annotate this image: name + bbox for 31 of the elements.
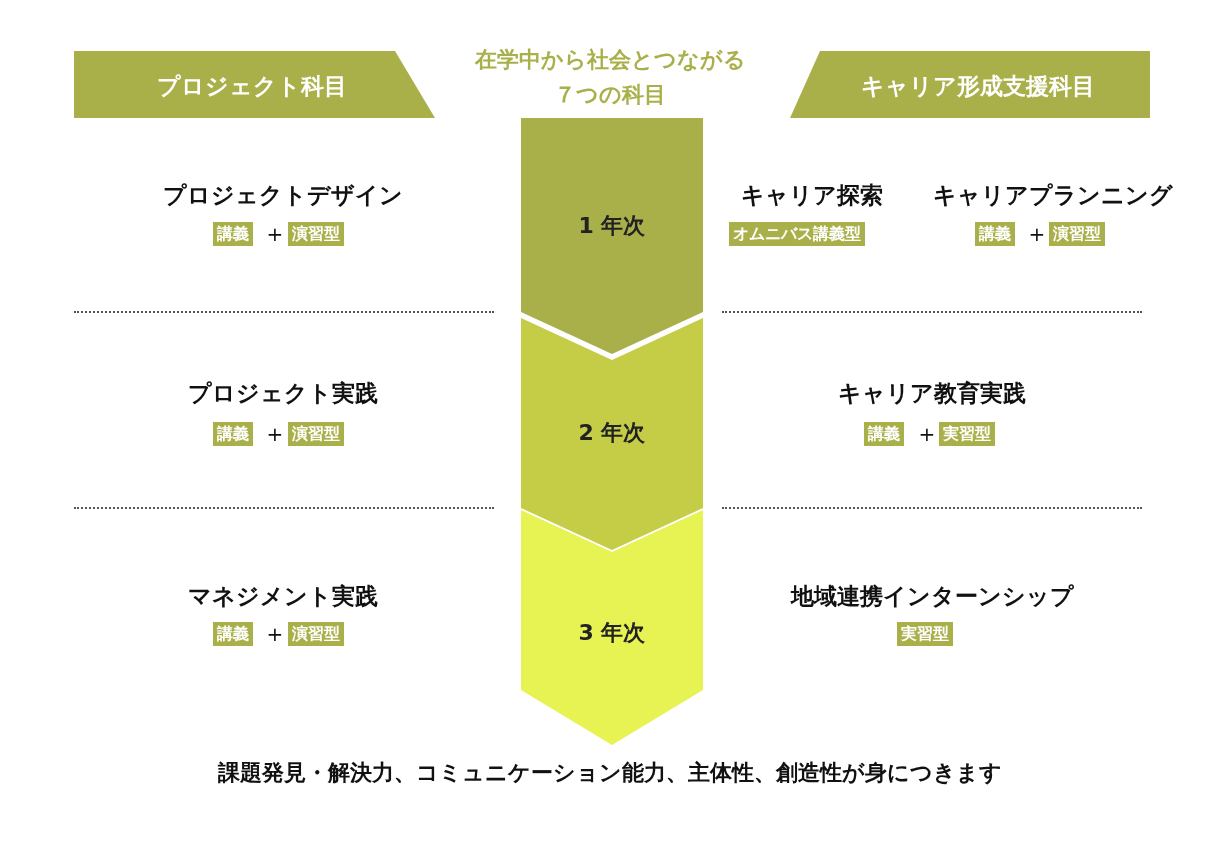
format-tag: 講義	[213, 622, 253, 646]
subject-name: キャリアプランニング	[933, 180, 1173, 210]
subject-name: マネジメント実践	[188, 581, 378, 611]
format-tag: 演習型	[288, 222, 344, 246]
plus-sign: +	[266, 222, 284, 246]
format-tag: 講義	[975, 222, 1015, 246]
year-label: 1 年次	[577, 212, 647, 240]
category-heading: キャリア形成支援科目	[860, 72, 1096, 101]
year-label: 3 年次	[577, 619, 647, 647]
format-tag: 実習型	[897, 622, 953, 646]
title: 在学中から社会とつながる７つの科目	[473, 46, 747, 109]
plus-sign: +	[266, 422, 284, 446]
subject-name: プロジェクトデザイン	[163, 180, 403, 210]
format-tag: 演習型	[288, 622, 344, 646]
category-heading: プロジェクト科目	[156, 72, 348, 101]
format-tag: 演習型	[1049, 222, 1105, 246]
year-label: 2 年次	[577, 419, 647, 447]
plus-sign: +	[1028, 222, 1046, 246]
subject-name: キャリア教育実践	[838, 378, 1026, 408]
plus-sign: +	[918, 422, 936, 446]
format-tag: オムニバス講義型	[729, 222, 865, 246]
plus-sign: +	[266, 622, 284, 646]
format-tag: 講義	[213, 422, 253, 446]
format-tag: 講義	[864, 422, 904, 446]
subject-name: 地域連携インターンシップ	[790, 581, 1074, 611]
subject-name: プロジェクト実践	[188, 378, 378, 408]
format-tag: 実習型	[939, 422, 995, 446]
format-tag: 講義	[213, 222, 253, 246]
format-tag: 演習型	[288, 422, 344, 446]
subject-name: キャリア探索	[741, 180, 883, 210]
caption: 課題発見・解決力、コミュニケーション能力、主体性、創造性が身につきます	[218, 759, 1002, 787]
